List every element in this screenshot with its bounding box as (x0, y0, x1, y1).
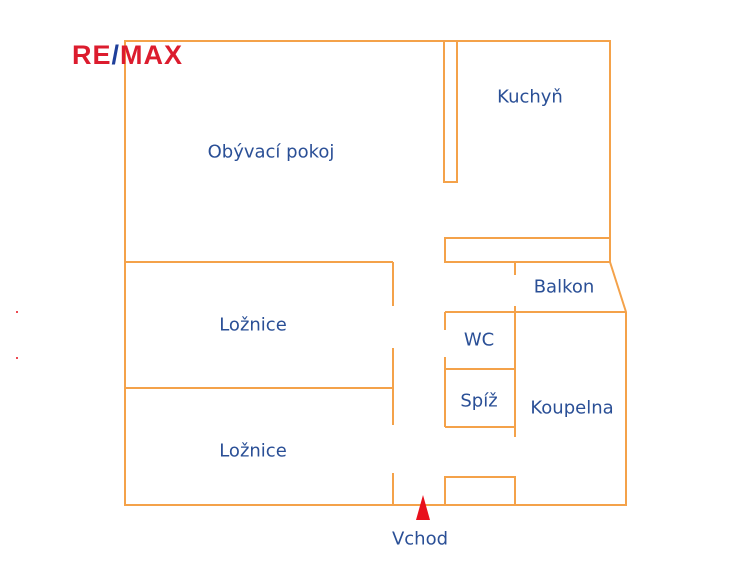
entrance-marker (416, 495, 430, 520)
room-label-pantry: Spíž (460, 390, 498, 412)
logo-text: RE (72, 40, 112, 70)
room-label-balcony: Balkon (533, 276, 595, 298)
room-label-bedroom: Ložnice (219, 440, 287, 462)
walls (124, 40, 627, 506)
stray-dot (16, 311, 18, 313)
stray-dot (16, 357, 18, 359)
room-label-kitchen: Kuchyň (497, 86, 563, 108)
room-label-wc: WC (463, 329, 495, 351)
room-label-living-room: Obývací pokoj (207, 141, 335, 163)
entrance-label: Vchod (391, 528, 449, 550)
remax-logo: RE/MAX (72, 40, 183, 71)
logo-slash: / (111, 40, 121, 70)
room-label-bathroom: Koupelna (530, 397, 614, 419)
logo-text: MAX (120, 40, 184, 70)
room-label-bedroom: Ložnice (219, 314, 287, 336)
